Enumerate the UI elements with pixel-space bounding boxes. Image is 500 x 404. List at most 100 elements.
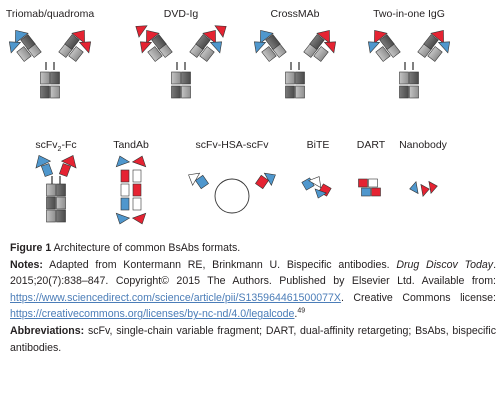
- tandab-bottom-right: [131, 212, 147, 225]
- tandab-domain-2: [132, 169, 142, 183]
- caption-notes: Notes: Adapted from Kontermann RE, Brink…: [10, 257, 496, 323]
- hsa-right-scfv-a: [255, 174, 269, 190]
- tandab-top-right: [131, 155, 147, 168]
- antibody-nanobody: [409, 180, 438, 197]
- tandab-domain-3: [120, 183, 130, 197]
- tandab-bottom-left: [115, 212, 131, 225]
- fc-block-right: [295, 71, 305, 85]
- fc-block-left: [399, 85, 409, 99]
- right-light-tip: [78, 41, 92, 54]
- fc-block-right: [181, 71, 191, 85]
- creativecommons-link[interactable]: https://creativecommons.org/licenses/by-…: [10, 308, 295, 321]
- abbreviations-label: Abbreviations:: [10, 324, 85, 337]
- right-light-constant: [313, 46, 329, 62]
- fc-block-right: [409, 85, 419, 99]
- left-light-tip: [8, 41, 22, 54]
- fc-block-left: [46, 196, 56, 210]
- fc-block-right: [50, 71, 60, 85]
- fc-block-right: [50, 85, 60, 99]
- right-variable-tip: [202, 29, 216, 44]
- fc-block-left: [171, 71, 181, 85]
- abbreviations-text: scFv, single-chain variable fragment; DA…: [10, 324, 496, 354]
- format-label-triomab: Triomab/quadroma: [5, 8, 95, 20]
- format-label-scfv-hsa-scfv: scFv-HSA-scFv: [195, 139, 269, 151]
- tandab-domain-6: [132, 197, 142, 211]
- fc-block-left: [40, 85, 50, 99]
- left-light-constant: [261, 46, 277, 62]
- fc-block-right: [409, 71, 419, 85]
- format-label-scfv2-fc: scFv2-Fc: [35, 139, 77, 154]
- fc-block-left: [399, 71, 409, 85]
- nanobody-domain-1: [409, 181, 419, 195]
- dvd-outer-right-tip: [214, 25, 227, 38]
- left-light-constant: [16, 46, 32, 62]
- right-light-constant: [427, 46, 443, 62]
- fc-block-left: [285, 71, 295, 85]
- figure-title: Architecture of common BsAbs formats.: [53, 242, 241, 254]
- left-light-tip: [139, 41, 153, 54]
- nanobody-domain-2: [420, 183, 430, 197]
- fc-block-right: [295, 85, 305, 99]
- tandab-top-left: [115, 155, 131, 168]
- hsa-circle: [214, 178, 250, 214]
- left-light-constant: [147, 46, 163, 62]
- right-light-constant: [199, 46, 215, 62]
- fc-block-right: [56, 209, 66, 223]
- tandab-domain-4: [132, 183, 142, 197]
- figure-number: Figure 1: [10, 242, 52, 254]
- fc-block-left: [171, 85, 181, 99]
- right-variable-tip: [430, 29, 444, 44]
- antibody-scfv-hsa-scfv: [188, 172, 276, 214]
- scfv-right-domain: [58, 163, 72, 177]
- left-arm-heavy: [265, 34, 281, 50]
- format-label-dvd-ig: DVD-Ig: [163, 8, 199, 20]
- antibody-dart: [358, 178, 381, 197]
- dvd-outer-left-tip: [135, 25, 148, 38]
- figure-illustration: Triomab/quadroma DVD-Ig CrossMAb Two-in-…: [5, 8, 451, 225]
- format-label-bite: BiTE: [306, 139, 330, 151]
- antibody-tandab: [115, 155, 147, 225]
- hsa-right-scfv-b: [263, 172, 276, 186]
- right-arm-heavy: [423, 34, 439, 50]
- right-variable-tip: [71, 29, 85, 44]
- right-light-tip: [437, 41, 451, 54]
- dart-domain-1: [358, 178, 368, 188]
- format-label-tandab: TandAb: [113, 139, 149, 151]
- caption-abbreviations: Abbreviations: scFv, single-chain variab…: [10, 323, 496, 356]
- left-arm-heavy: [20, 34, 36, 50]
- right-light-tip: [209, 41, 223, 54]
- dart-domain-4: [371, 187, 381, 197]
- format-label-two-in-one: Two-in-one IgG: [373, 8, 445, 20]
- scfv-left-domain: [40, 163, 54, 177]
- notes-text-1: Adapted from Kontermann RE, Brinkmann U.…: [49, 258, 390, 271]
- reference-number: 49: [297, 307, 306, 315]
- notes-text-2: . 2015;20(7):838–847. Copyright© 2015 Th…: [10, 258, 497, 288]
- right-variable-tip: [316, 29, 330, 44]
- left-arm-heavy: [151, 34, 167, 50]
- tandab-domain-5: [120, 197, 130, 211]
- antibody-crossmab: [253, 29, 337, 99]
- nanobody-domain-3: [428, 180, 438, 194]
- notes-label: Notes:: [10, 258, 43, 271]
- hsa-left-scfv-a: [195, 174, 209, 190]
- sciencedirect-link[interactable]: https://www.sciencedirect.com/science/ar…: [10, 291, 341, 304]
- bite-domain-4: [314, 188, 328, 199]
- left-variable-tip: [260, 29, 274, 44]
- left-arm-heavy: [379, 34, 395, 50]
- fc-block-right: [181, 85, 191, 99]
- scfv-left-tip: [35, 155, 52, 169]
- dart-domain-3: [361, 187, 371, 197]
- notes-text-4: .: [294, 308, 298, 321]
- fc-block-left: [46, 209, 56, 223]
- hsa-left-scfv-b: [188, 172, 201, 186]
- antibody-dvd-ig: [139, 29, 223, 99]
- fc-block-left: [46, 183, 56, 197]
- left-variable-tip: [15, 29, 29, 44]
- left-variable-tip: [146, 29, 160, 44]
- antibody-bite: [301, 176, 332, 199]
- antibody-two-in-one: [367, 29, 451, 99]
- fc-block-left: [40, 71, 50, 85]
- notes-text-3: . Creative Commons license:: [340, 291, 496, 304]
- left-light-tip: [253, 41, 267, 54]
- tandab-domain-1: [120, 169, 130, 183]
